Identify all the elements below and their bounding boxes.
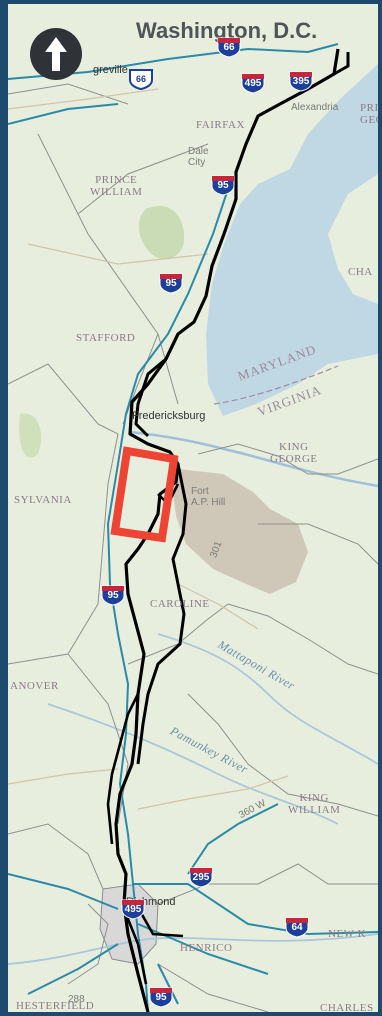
study-route-branch	[124, 913, 148, 985]
label-prince-george: PRI GEO	[360, 102, 382, 127]
forest-area	[19, 413, 42, 458]
interstate-shield: 95	[210, 174, 236, 196]
label-spotsylvania: SYLVANIA	[14, 494, 72, 506]
us-route-shield: 66	[128, 68, 154, 90]
map-canvas[interactable]	[8, 4, 378, 1012]
label-stafford: STAFFORD	[76, 332, 136, 344]
label-alexandria: Alexandria	[291, 102, 339, 113]
study-route-branch	[134, 357, 167, 438]
label-charles-city: CHARLES	[320, 1002, 374, 1014]
label-dale-city: Dale City	[188, 146, 209, 168]
rappahannock-river	[129, 430, 378, 488]
interstate-shield: 495	[120, 898, 146, 920]
label-king-george: KING GEORGE	[270, 441, 318, 466]
study-route-branch	[106, 693, 140, 845]
label-charles-md: CHA	[348, 266, 373, 278]
interstate-shield: 95	[148, 986, 174, 1008]
label-king-william: KING WILLIAM	[288, 792, 341, 817]
label-new-kent: NEW K	[328, 928, 367, 940]
label-fairfax: FAIRFAX	[196, 119, 245, 131]
interstate-roads	[8, 43, 378, 1012]
label-greenville: greville	[93, 64, 128, 76]
interstate-shield: 66	[216, 36, 242, 58]
interstate-shield: 95	[100, 584, 126, 606]
local-roads	[8, 88, 289, 810]
interstate-shield: 64	[284, 916, 310, 938]
james-river-line	[8, 933, 378, 965]
study-route-branch	[136, 463, 188, 765]
state-boundary	[213, 365, 339, 405]
label-fredericksburg: Fredericksburg	[132, 410, 206, 422]
study-route-branch	[333, 52, 350, 76]
label-henrico: HENRICO	[180, 942, 233, 954]
interstate-shield: 295	[188, 866, 214, 888]
interstate-shield: 395	[288, 70, 314, 92]
interstate-shield: 95	[158, 272, 184, 294]
label-hanover: ANOVER	[10, 680, 59, 692]
study-route	[114, 48, 340, 1012]
label-route-288: 288	[68, 994, 85, 1005]
study-area-box	[110, 446, 179, 543]
label-fort-ap-hill: Fort A.P. Hill	[191, 486, 226, 508]
label-chesterfield: HESTERFIELD	[16, 1000, 95, 1012]
potomac-river	[206, 64, 378, 416]
label-caroline: CAROLINE	[150, 598, 210, 610]
pamunkey-river-line	[47, 703, 339, 825]
mattaponi-river-line	[157, 633, 378, 765]
label-prince-william: PRINCE WILLIAM	[90, 174, 143, 199]
north-arrow-icon	[30, 28, 82, 80]
county-boundaries	[8, 83, 378, 1012]
forest-area	[138, 205, 185, 260]
interstate-shield: 495	[240, 72, 266, 94]
fort-ap-hill-area	[173, 469, 308, 594]
